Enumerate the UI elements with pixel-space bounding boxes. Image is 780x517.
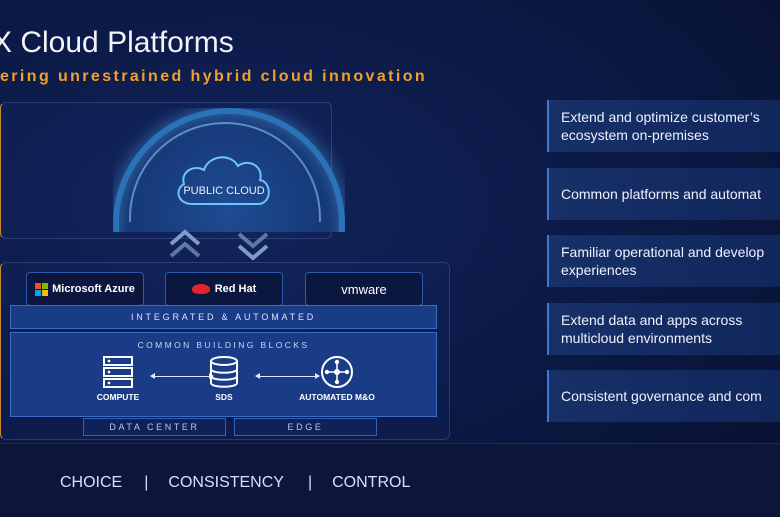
page-subtitle: ering unrestrained hybrid cloud innovati… [0,68,428,85]
vendor-microsoft-azure: Microsoft Azure [26,272,144,306]
network-hub-icon [321,356,353,388]
server-icon [103,356,133,388]
benefit-item: Extend and optimize customer’s ecosystem… [547,100,780,152]
microsoft-logo-icon [35,282,49,296]
cloud-icon [177,156,270,205]
building-blocks-panel: COMMON BUILDING BLOCKS COMPUTE SDS [10,332,437,417]
tier-data-center: DATA CENTER [83,418,226,436]
integrated-automated-bar: INTEGRATED & AUTOMATED [10,305,437,329]
benefit-item: Common platforms and automat [547,168,780,220]
vendor-red-hat: Red Hat [165,272,283,306]
connector-arrow [255,373,320,379]
chevron-down-icon [237,232,269,261]
storage-icon [210,356,238,388]
chevron-up-icon [169,229,201,258]
footer-pillars: CHOICE | CONSISTENCY | CONTROL [60,474,410,492]
public-cloud-label: PUBLIC CLOUD [183,185,265,197]
automated-mo-block: AUTOMATED M&O [289,355,385,402]
footer-choice: CHOICE [60,474,123,491]
hybrid-cloud-diagram: PUBLIC CLOUD Microsoft Azure Red Hat vmw… [0,100,500,440]
vendor-vmware: vmware [305,272,423,306]
tier-edge: EDGE [234,418,377,436]
footer-bar: CHOICE | CONSISTENCY | CONTROL [0,443,780,517]
redhat-logo-icon [191,284,210,294]
compute-label: COMPUTE [96,392,140,402]
vendor-label: Microsoft Azure [52,283,135,295]
sds-block: SDS [204,355,244,402]
benefit-item: Familiar operational and develop experie… [547,235,780,287]
automated-mo-label: AUTOMATED M&O [299,392,375,402]
sds-label: SDS [215,392,233,402]
building-blocks-title: COMMON BUILDING BLOCKS [137,340,310,350]
vendor-label: vmware [341,281,387,297]
benefit-item: Consistent governance and com [547,370,780,422]
footer-control: CONTROL [332,474,411,491]
footer-separator: | [307,474,313,491]
benefit-item: Extend data and apps across multicloud e… [547,303,780,355]
page-title: X Cloud Platforms [0,26,234,59]
footer-consistency: CONSISTENCY [168,474,284,491]
vendor-label: Red Hat [214,283,257,295]
compute-block: COMPUTE [85,355,151,402]
footer-separator: | [144,474,149,491]
